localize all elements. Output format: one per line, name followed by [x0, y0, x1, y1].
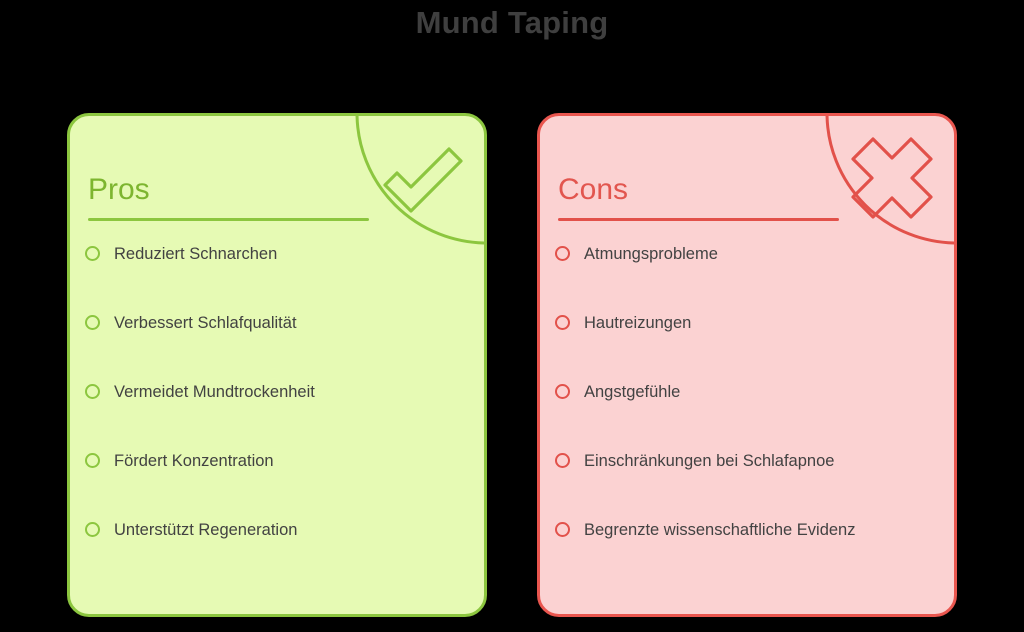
pros-heading: Pros — [88, 172, 150, 206]
bullet-circle-icon — [555, 453, 570, 468]
list-item-label: Atmungsprobleme — [584, 245, 718, 263]
list-item: Unterstützt Regeneration — [85, 518, 470, 587]
list-item: Fördert Konzentration — [85, 449, 470, 518]
list-item: Angstgefühle — [555, 380, 940, 449]
cons-heading: Cons — [558, 172, 629, 206]
pros-list: Reduziert Schnarchen Verbessert Schlafqu… — [85, 242, 470, 587]
list-item-label: Reduziert Schnarchen — [114, 245, 278, 263]
bullet-circle-icon — [555, 522, 570, 537]
list-item-label: Vermeidet Mundtrockenheit — [114, 383, 315, 401]
list-item: Einschränkungen bei Schlafapnoe — [555, 449, 940, 518]
list-item: Reduziert Schnarchen — [85, 242, 470, 311]
page-title: Mund Taping — [415, 5, 609, 40]
list-item-label: Hautreizungen — [584, 314, 692, 332]
bullet-circle-icon — [85, 246, 100, 261]
list-item-label: Einschränkungen bei Schlafapnoe — [584, 452, 835, 470]
bullet-circle-icon — [555, 315, 570, 330]
cross-icon — [825, 116, 954, 245]
list-item: Atmungsprobleme — [555, 242, 940, 311]
list-item-label: Fördert Konzentration — [114, 452, 274, 470]
bullet-circle-icon — [85, 522, 100, 537]
bullet-circle-icon — [85, 453, 100, 468]
list-item-label: Angstgefühle — [584, 383, 681, 401]
list-item-label: Begrenzte wissenschaftliche Evidenz — [584, 521, 856, 539]
list-item: Vermeidet Mundtrockenheit — [85, 380, 470, 449]
cons-card: Cons Atmungsprobleme Hautreizungen Angst… — [537, 113, 957, 617]
list-item-label: Unterstützt Regeneration — [114, 521, 298, 539]
pros-card: Pros Reduziert Schnarchen Verbessert Sch… — [67, 113, 487, 617]
bullet-circle-icon — [555, 384, 570, 399]
list-item: Verbessert Schlafqualität — [85, 311, 470, 380]
bullet-circle-icon — [555, 246, 570, 261]
pros-divider — [88, 218, 369, 221]
check-icon — [355, 116, 484, 245]
list-item: Begrenzte wissenschaftliche Evidenz — [555, 518, 940, 587]
bullet-circle-icon — [85, 384, 100, 399]
list-item: Hautreizungen — [555, 311, 940, 380]
bullet-circle-icon — [85, 315, 100, 330]
list-item-label: Verbessert Schlafqualität — [114, 314, 297, 332]
cons-divider — [558, 218, 839, 221]
cons-list: Atmungsprobleme Hautreizungen Angstgefüh… — [555, 242, 940, 587]
